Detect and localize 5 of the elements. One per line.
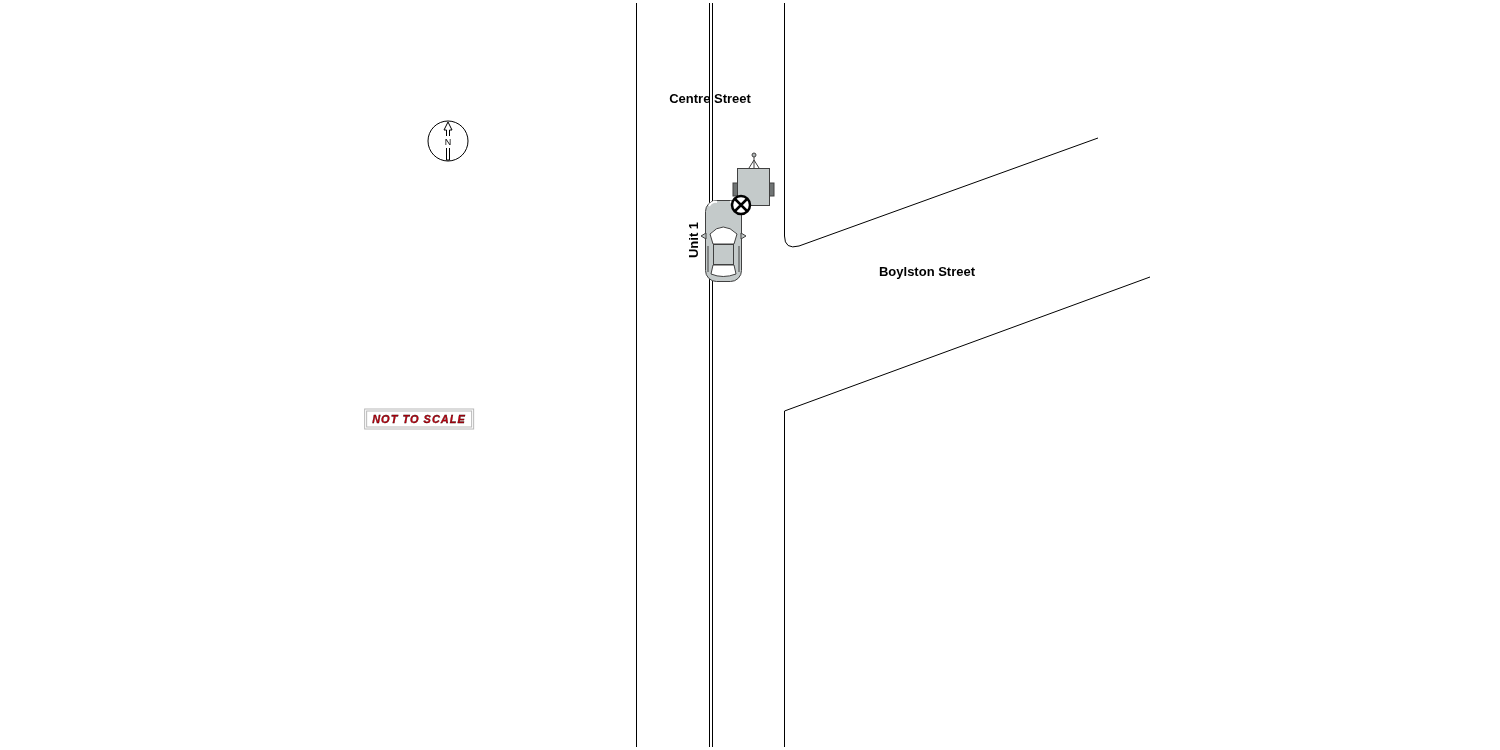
street-name: Boylston Street [878,264,976,278]
scale-note: NOT TO SCALE [364,408,474,430]
north-letter: N [444,137,452,147]
vehicle-label: Unit 1 [686,221,700,259]
street-name: Centre Street [669,91,751,105]
